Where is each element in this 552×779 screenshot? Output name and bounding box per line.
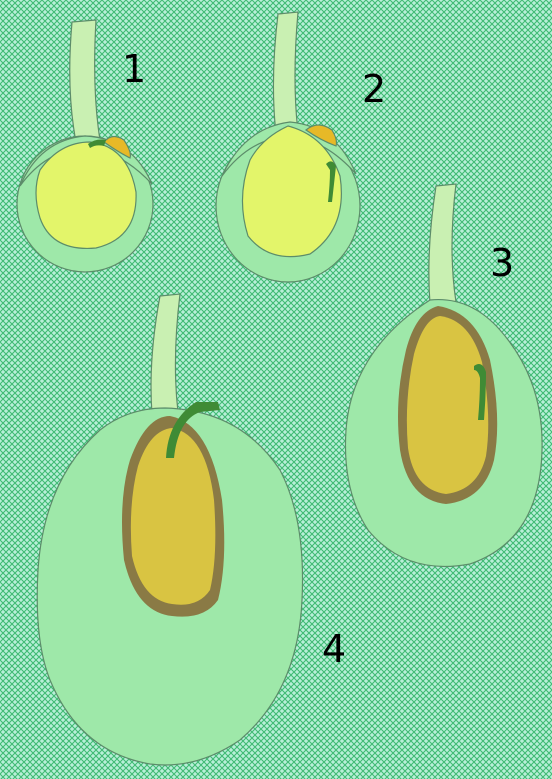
- stage-1-young-seed: [36, 142, 136, 248]
- stage-4-label: 4: [322, 627, 346, 671]
- stage-3-label: 3: [490, 241, 514, 285]
- stage-1-stalk: [70, 20, 100, 142]
- stage-2-label: 2: [362, 67, 386, 111]
- stage-2-stalk: [273, 12, 298, 134]
- stage-1-label: 1: [122, 47, 146, 91]
